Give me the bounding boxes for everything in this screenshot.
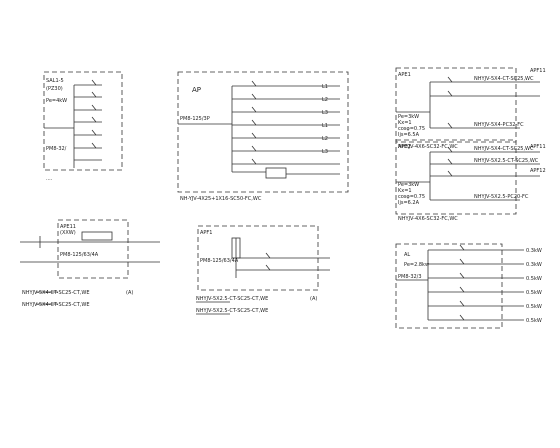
panel4-out-label-2: APF12 bbox=[530, 168, 546, 174]
panel3-param-1: Pe=3kW bbox=[398, 114, 419, 120]
panel-ap bbox=[177, 71, 349, 193]
panel3-output-1: NHYJV-5X4-CT-SC25,WC bbox=[474, 76, 534, 82]
panel1-rating: Pe=4kW bbox=[46, 98, 67, 104]
panel5-breaker: PM8-125/63/4A bbox=[60, 252, 99, 258]
panel2-circuit-5: L2 bbox=[322, 136, 328, 142]
panel2-name: AP bbox=[192, 86, 201, 94]
panel4-param-3: cosφ=0.75 bbox=[398, 194, 425, 200]
panel7-output-4: 0.5kW bbox=[526, 290, 542, 296]
panel2-circuit-6: L3 bbox=[322, 149, 328, 155]
panel4-out-label-1: APF11 bbox=[530, 144, 546, 150]
panel5-feeder-1: NHYJV-5X4-CT-SC25-CT,WE bbox=[22, 290, 90, 296]
panel1-name: SAL1-5 bbox=[46, 78, 64, 84]
panel2-circuit-1: L1 bbox=[322, 84, 328, 90]
panel2-feeder: NH-YJV-4X25+1X16-SC50-FC,WC bbox=[180, 196, 262, 202]
panel7-main-breaker: PM8-32/3 bbox=[398, 274, 422, 280]
panel7-output-3: 0.5kW bbox=[526, 276, 542, 282]
panel3-param-4: Ijs=6.5A bbox=[398, 132, 420, 138]
panel3-name: APE1 bbox=[398, 72, 411, 78]
panel-ape11 bbox=[20, 219, 160, 305]
panel7-output-6: 0.5kW bbox=[526, 318, 542, 324]
panel3-out-label-1: APF11 bbox=[530, 68, 546, 74]
panel2-main-breaker: PM8-125/3P bbox=[180, 116, 210, 122]
panel-ape1 bbox=[395, 67, 540, 143]
panel7-output-2: 0.3kW bbox=[526, 262, 542, 268]
panel6-feeder-1: NHYJV-5X2.5-CT-SC25-CT,WE bbox=[196, 296, 268, 302]
panel1-model: (PZ30) bbox=[46, 86, 63, 92]
panel5-name: APE11 bbox=[60, 224, 76, 230]
panel6-breaker: PM8-125/63/4A bbox=[200, 258, 239, 264]
panel3-param-3: cosφ=0.75 bbox=[398, 126, 425, 132]
panel7-output-1: 0.3kW bbox=[526, 248, 542, 254]
panel-sal1 bbox=[43, 71, 123, 171]
panel5-model: (XXW) bbox=[60, 230, 76, 236]
panel1-caption: .... bbox=[46, 176, 53, 182]
panel6-name: APF1 bbox=[200, 230, 213, 236]
panel7-name: AL bbox=[404, 252, 410, 258]
panel5-tag: (A) bbox=[126, 290, 133, 296]
panel2-circuit-4: L1 bbox=[322, 123, 328, 129]
panel3-feeder: NHYJV-4X6-SC32-FC,WC bbox=[398, 144, 458, 150]
panel2-circuit-3: L3 bbox=[322, 110, 328, 116]
panel4-output-2: NHYJV-5X2.5-CT-SC25,WC bbox=[474, 158, 539, 164]
panel4-param-4: Ijs=6.2A bbox=[398, 200, 420, 206]
panel4-feeder: NHYJV-4X6-SC32-FC,WC bbox=[398, 216, 458, 222]
panel4-param-2: Kx=1 bbox=[398, 188, 412, 194]
panel2-circuit-2: L2 bbox=[322, 97, 328, 103]
panel7-rating: Pe=2.8kw bbox=[404, 262, 429, 268]
panel4-output-1: NHYJV-5X4-CT-SC25,WC bbox=[474, 146, 534, 152]
panel4-name: APE2 bbox=[398, 144, 411, 150]
panel4-param-1: Pe=3kW bbox=[398, 182, 419, 188]
panel7-output-5: 0.5kW bbox=[526, 304, 542, 310]
panel3-param-2: Kx=1 bbox=[398, 120, 412, 126]
panel-al bbox=[395, 243, 524, 329]
panel-ape2 bbox=[395, 139, 540, 215]
panel1-breaker: PM8-32/ bbox=[46, 146, 67, 152]
panel4-output-3: NHYJV-5X2.5-PC20-FC bbox=[474, 194, 529, 200]
panel6-tag: (A) bbox=[310, 296, 317, 302]
panel3-output-2: NHYJV-5X4-PC32-FC bbox=[474, 122, 524, 128]
panel-apf1 bbox=[196, 225, 330, 315]
panel6-feeder-2: NHYJV-5X2.5-CT-SC25-CT,WE bbox=[196, 308, 268, 314]
panel5-feeder-2: NHYJV-5X4-CT-SC25-CT,WE bbox=[22, 302, 90, 308]
